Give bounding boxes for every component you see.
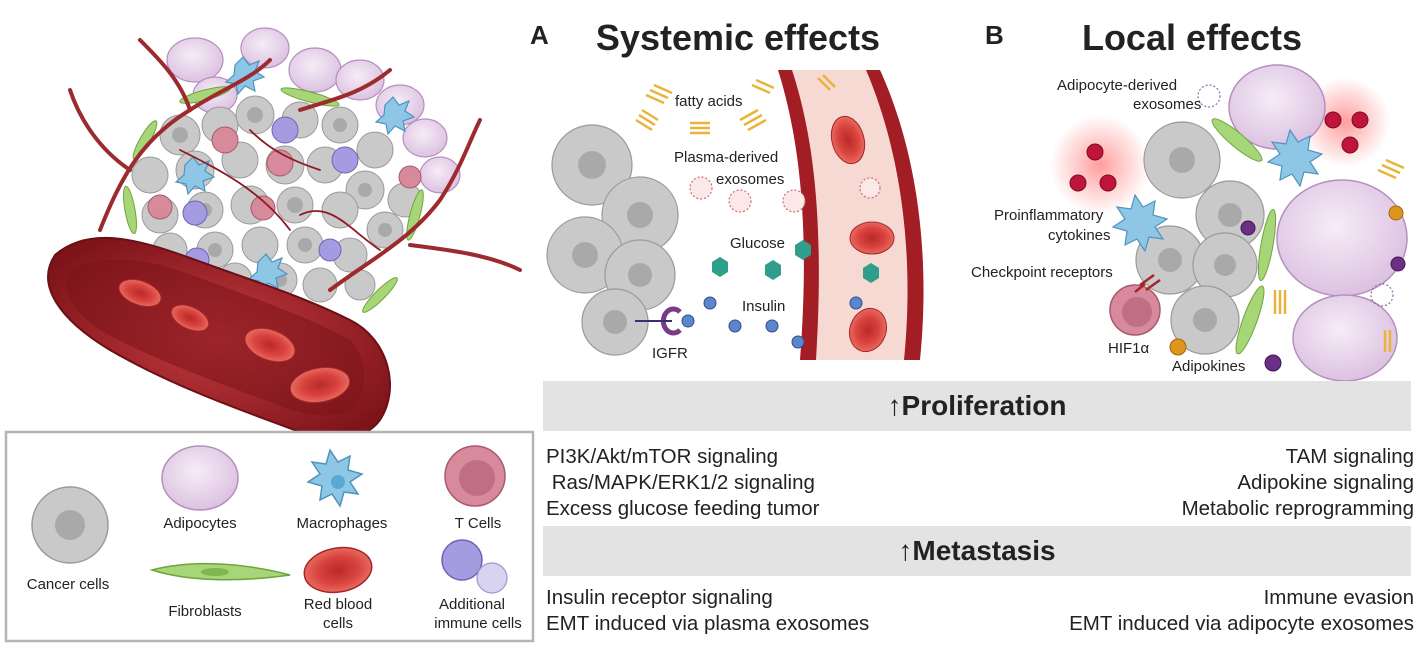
proinflammatory-cytokine-icons [1069, 111, 1369, 192]
list-item: Metabolic reprogramming [1181, 497, 1414, 520]
label-checkpoint-receptors: Checkpoint receptors [971, 264, 1113, 281]
list-item: EMT induced via plasma exosomes [546, 612, 870, 635]
fatty-acid-icons [635, 74, 836, 135]
label-insulin: Insulin [742, 298, 785, 315]
insulin-icons [703, 296, 863, 349]
legend-rbc-label-1: Red blood [304, 596, 372, 613]
panel-b-local: B Local effects [971, 17, 1408, 382]
macrophage-cluster [174, 56, 416, 293]
legend-cancer-label: Cancer cells [27, 576, 110, 593]
local-fibroblasts [1211, 118, 1277, 355]
legend-fibroblast-label: Fibroblasts [168, 603, 241, 620]
legend-tcell-label: T Cells [455, 515, 501, 532]
proliferation-header: ↑Proliferation [543, 381, 1411, 431]
label-adipocyte-derived: Adipocyte-derived [1057, 77, 1177, 94]
panel-b-letter: B [985, 20, 1004, 50]
local-adipocytes [1228, 64, 1408, 382]
legend-macrophage-label: Macrophages [297, 515, 388, 532]
panel-b-title: Local effects [1082, 17, 1302, 58]
label-cytokines: cytokines [1048, 227, 1111, 244]
legend-adipocyte-label: Adipocytes [163, 515, 236, 532]
proliferation-systemic-list: PI3K/Akt/mTOR signaling Ras/MAPK/ERK1/2 … [546, 444, 819, 522]
label-adipokines: Adipokines [1172, 358, 1245, 375]
metastasis-title: ↑Metastasis [898, 535, 1056, 566]
proliferation-local-list: TAM signaling Adipokine signaling Metabo… [1182, 444, 1414, 522]
adipokine-icons [1240, 220, 1406, 372]
metastasis-local-list: Immune evasion EMT induced via adipocyte… [1069, 585, 1414, 637]
tcell-cluster [147, 126, 422, 221]
list-item: Adipokine signaling [1237, 471, 1414, 494]
panel-a-letter: A [530, 20, 549, 50]
label-fatty-acids: fatty acids [675, 93, 743, 110]
legend-immune-icon [441, 539, 483, 581]
label-adipocyte-exosomes: exosomes [1133, 96, 1201, 113]
legend-rbc-icon [303, 546, 373, 594]
legend-adipocyte-icon [161, 445, 239, 511]
list-item: TAM signaling [1285, 445, 1414, 468]
branching-vessels [68, 38, 522, 292]
label-plasma-exosomes: exosomes [716, 171, 784, 188]
metastasis-systemic-list: Insulin receptor signaling EMT induced v… [546, 585, 869, 637]
list-item: Ras/MAPK/ERK1/2 signaling [546, 471, 815, 494]
panel-a-systemic: A Systemic effects [530, 17, 924, 362]
plasma-exosome-icons [689, 176, 881, 213]
list-item: Immune evasion [1263, 586, 1414, 609]
local-macrophages [1111, 128, 1324, 253]
legend-immune-label-2: immune cells [434, 615, 522, 632]
tumor-microenvironment-illustration [47, 27, 522, 441]
local-fatty-acid-icons [1273, 158, 1405, 352]
legend-box: Cancer cells Adipocytes Macrophages T Ce… [4, 430, 535, 643]
vessel-red-blood-cells [830, 115, 895, 353]
panel-a-title: Systemic effects [596, 17, 880, 58]
label-hif1a: HIF1α [1108, 340, 1150, 357]
list-item: Insulin receptor signaling [546, 586, 773, 609]
vessel-rbcs [118, 278, 351, 404]
hif1a-icons [1169, 205, 1404, 356]
label-glucose: Glucose [730, 235, 785, 252]
list-item: Excess glucose feeding tumor [546, 497, 820, 520]
metastasis-header: ↑Metastasis [543, 526, 1411, 576]
adipocyte-exosome-icons [1197, 84, 1394, 307]
checkpoint-receptor-icon [1134, 273, 1161, 293]
list-item: EMT induced via adipocyte exosomes [1069, 612, 1414, 635]
label-proinflammatory: Proinflammatory [994, 207, 1104, 224]
list-item: PI3K/Akt/mTOR signaling [546, 445, 779, 468]
immune-cell-cluster [182, 116, 359, 273]
glucose-icons [712, 240, 879, 283]
proliferation-title: ↑Proliferation [887, 390, 1067, 421]
legend-immune-label-1: Additional [439, 596, 505, 613]
label-igfr: IGFR [652, 345, 688, 362]
legend-rbc-label-2: cells [323, 615, 353, 632]
label-plasma-derived: Plasma-derived [674, 149, 778, 166]
